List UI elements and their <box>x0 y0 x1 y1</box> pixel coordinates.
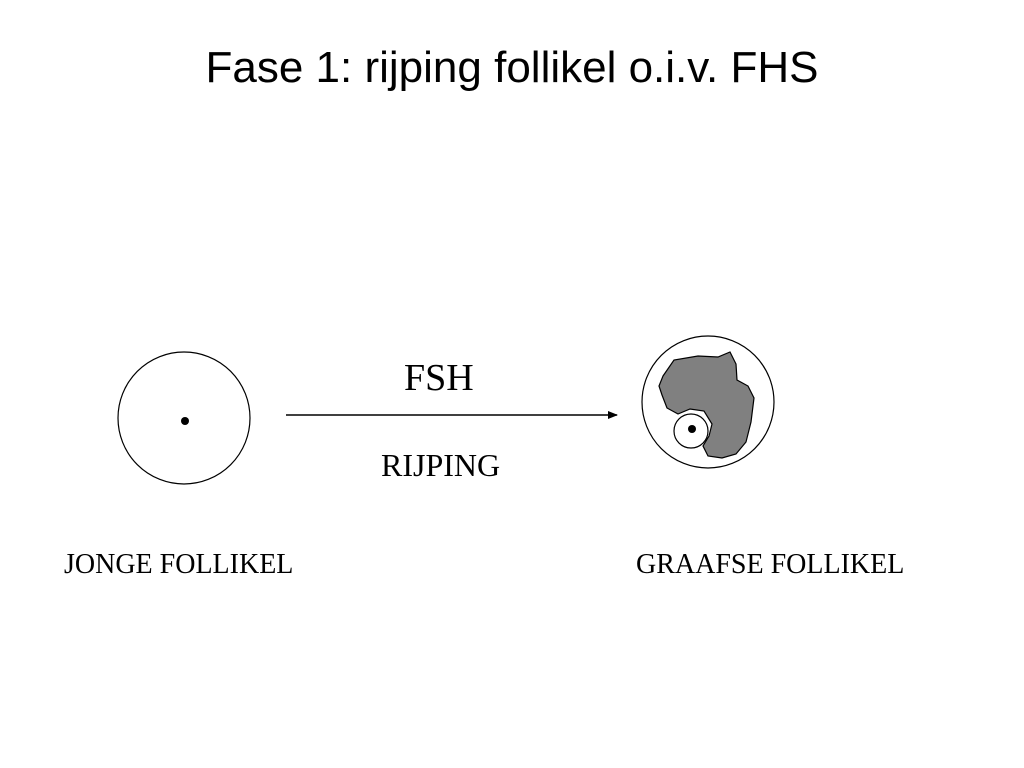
slide-title: Fase 1: rijping follikel o.i.v. FHS <box>205 43 819 92</box>
graafian-follicle-outline <box>641 335 775 469</box>
young-follicle <box>117 351 251 485</box>
graafian-follicle <box>641 335 775 469</box>
graafian-follicle-label: GRAAFSE FOLLIKEL <box>636 549 905 580</box>
graafian-follicle-antrum <box>658 351 755 459</box>
young-follicle-label: JONGE FOLLIKEL <box>64 549 294 580</box>
graafian-follicle-oocyte <box>688 425 696 433</box>
rijping-label: RIJPING <box>381 447 501 483</box>
young-follicle-oocyte <box>181 417 189 425</box>
young-follicle-outline <box>117 351 251 485</box>
fsh-label: FSH <box>404 357 474 399</box>
